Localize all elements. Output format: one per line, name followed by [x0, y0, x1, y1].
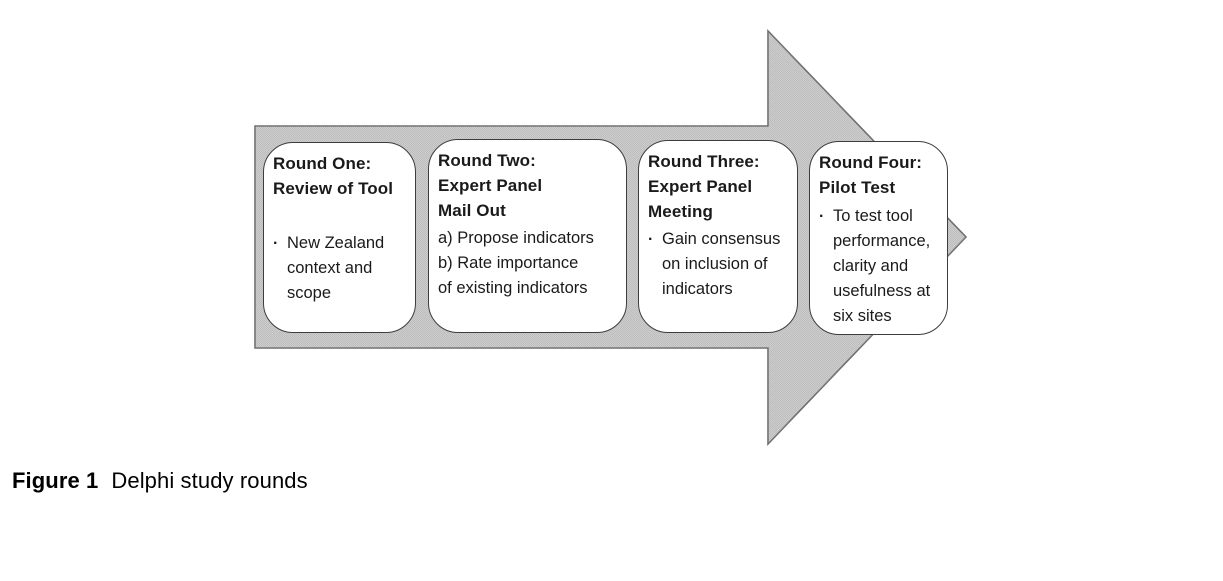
figure-caption: Figure 1 Delphi study rounds [12, 466, 308, 496]
bullet-icon: · [819, 208, 825, 225]
round-body: To test tool performance, clarity and us… [833, 207, 931, 325]
round-one-card: Round One: Review of Tool · New Zealand … [263, 142, 416, 333]
round-item: · Gain consensus on inclusion of indicat… [648, 227, 789, 302]
round-title: Round One: Review of Tool [273, 154, 394, 198]
figure-caption-label: Figure 1 [12, 468, 99, 493]
bullet-icon: · [273, 235, 279, 252]
round-four-card: Round Four: Pilot Test · To test tool pe… [809, 141, 948, 335]
round-body: New Zealand context and scope [287, 234, 385, 302]
round-title: Round Four: Pilot Test [819, 153, 923, 197]
round-item: a) Propose indicators b) Rate importance… [438, 226, 618, 301]
round-title: Round Two: Expert Panel Mail Out [438, 151, 543, 220]
round-item: · To test tool performance, clarity and … [819, 204, 939, 329]
figure-caption-title: Delphi study rounds [111, 468, 308, 493]
round-three-card: Round Three: Expert Panel Meeting · Gain… [638, 140, 798, 333]
round-body: a) Propose indicators b) Rate importance… [438, 229, 594, 297]
bullet-icon: · [648, 231, 654, 248]
round-title: Round Three: Expert Panel Meeting [648, 152, 760, 221]
round-item: · New Zealand context and scope [273, 231, 407, 306]
round-two-card: Round Two: Expert Panel Mail Out a) Prop… [428, 139, 627, 333]
round-body: Gain consensus on inclusion of indicator… [662, 230, 781, 298]
